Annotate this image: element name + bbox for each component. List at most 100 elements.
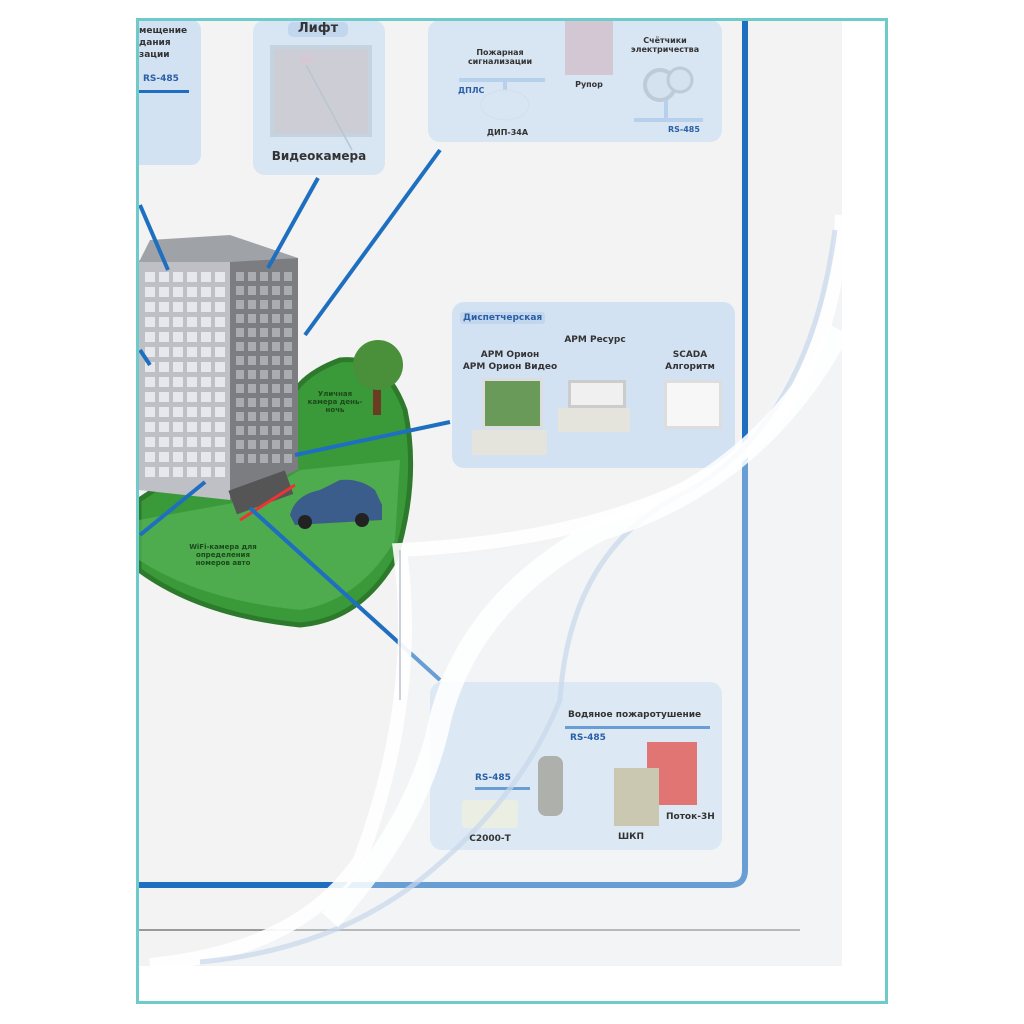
- building-window: [173, 377, 183, 387]
- building-window: [260, 342, 268, 351]
- building-window: [145, 392, 155, 402]
- left-panel-line: мещение: [139, 26, 188, 36]
- building-window: [272, 454, 280, 463]
- building-window: [159, 392, 169, 402]
- building-window: [187, 287, 197, 297]
- building-window: [260, 300, 268, 309]
- lift-caption: Видеокамера: [271, 149, 367, 163]
- dpls-bus-label: ДПЛС: [458, 86, 485, 95]
- building-window: [173, 317, 183, 327]
- building-window: [159, 377, 169, 387]
- left-panel-line: дания: [139, 38, 171, 48]
- building-window: [236, 426, 244, 435]
- building-window: [215, 347, 225, 357]
- building-window: [201, 332, 211, 342]
- building-window: [145, 407, 155, 417]
- building-window: [284, 440, 292, 449]
- building-window: [272, 314, 280, 323]
- shkp-label: ШКП: [618, 832, 645, 842]
- building-window: [215, 377, 225, 387]
- arm-orion-video-label: АРМ Орион Видео: [462, 362, 558, 372]
- left-panel: мещение дания зации RS-485: [139, 20, 201, 165]
- building-window: [248, 328, 256, 337]
- scada-label: SCADA: [672, 350, 708, 360]
- building-window: [145, 272, 155, 282]
- building-window: [260, 398, 268, 407]
- building-window: [145, 467, 155, 477]
- lift-panel: [253, 20, 385, 175]
- dispatch-title: Диспетчерская: [460, 312, 546, 325]
- detector-label: ДИП-34А: [486, 128, 529, 137]
- lift-title: Лифт: [288, 21, 348, 37]
- building-window: [159, 362, 169, 372]
- building-window: [272, 398, 280, 407]
- building-window: [284, 356, 292, 365]
- building-window: [272, 342, 280, 351]
- building-window: [272, 440, 280, 449]
- c2000-label: С2000-Т: [469, 834, 511, 844]
- building-window: [260, 454, 268, 463]
- building-window: [248, 314, 256, 323]
- keyboard: [472, 430, 547, 455]
- building-window: [159, 467, 169, 477]
- building-window: [272, 300, 280, 309]
- building-window: [215, 467, 225, 477]
- building-window: [215, 452, 225, 462]
- building-window: [215, 392, 225, 402]
- building-window: [284, 398, 292, 407]
- building-window: [173, 272, 183, 282]
- building-window: [272, 384, 280, 393]
- building-window: [145, 332, 155, 342]
- rs485-label: RS-485: [668, 125, 700, 134]
- building-window: [187, 347, 197, 357]
- building-window: [284, 342, 292, 351]
- car: [290, 479, 382, 529]
- building-window: [201, 347, 211, 357]
- building-window: [173, 422, 183, 432]
- building-window: [248, 454, 256, 463]
- building-window: [260, 314, 268, 323]
- building-window: [187, 332, 197, 342]
- building-window: [187, 362, 197, 372]
- building-window: [187, 467, 197, 477]
- building-window: [187, 317, 197, 327]
- bus-line: [565, 726, 710, 729]
- building-window: [260, 426, 268, 435]
- building-window: [159, 287, 169, 297]
- building-window: [248, 300, 256, 309]
- building-window: [284, 314, 292, 323]
- building-window: [248, 426, 256, 435]
- building-window: [201, 437, 211, 447]
- building-window: [173, 392, 183, 402]
- building-window: [159, 272, 169, 282]
- wifi-camera-label: WiFi-камера для определения номеров авто: [189, 543, 257, 568]
- building-window: [272, 426, 280, 435]
- building-window: [236, 398, 244, 407]
- building-window: [159, 347, 169, 357]
- building-window: [260, 272, 268, 281]
- building-window: [260, 356, 268, 365]
- building-window: [248, 342, 256, 351]
- building-window: [260, 384, 268, 393]
- building-window: [159, 317, 169, 327]
- building-window: [187, 437, 197, 447]
- building-window: [145, 317, 155, 327]
- building-window: [260, 328, 268, 337]
- building-window: [215, 332, 225, 342]
- building-window: [236, 272, 244, 281]
- bus-line: [475, 787, 530, 790]
- building-window: [248, 356, 256, 365]
- building-window: [260, 286, 268, 295]
- building-window: [272, 356, 280, 365]
- barrier-gate: [239, 483, 296, 522]
- building-window: [284, 454, 292, 463]
- building-window: [173, 437, 183, 447]
- sprinkler-pipe: [538, 756, 563, 816]
- building-window: [236, 384, 244, 393]
- building-window: [201, 302, 211, 312]
- building-window: [215, 407, 225, 417]
- building-window: [284, 370, 292, 379]
- building-window: [284, 412, 292, 421]
- building-window: [201, 317, 211, 327]
